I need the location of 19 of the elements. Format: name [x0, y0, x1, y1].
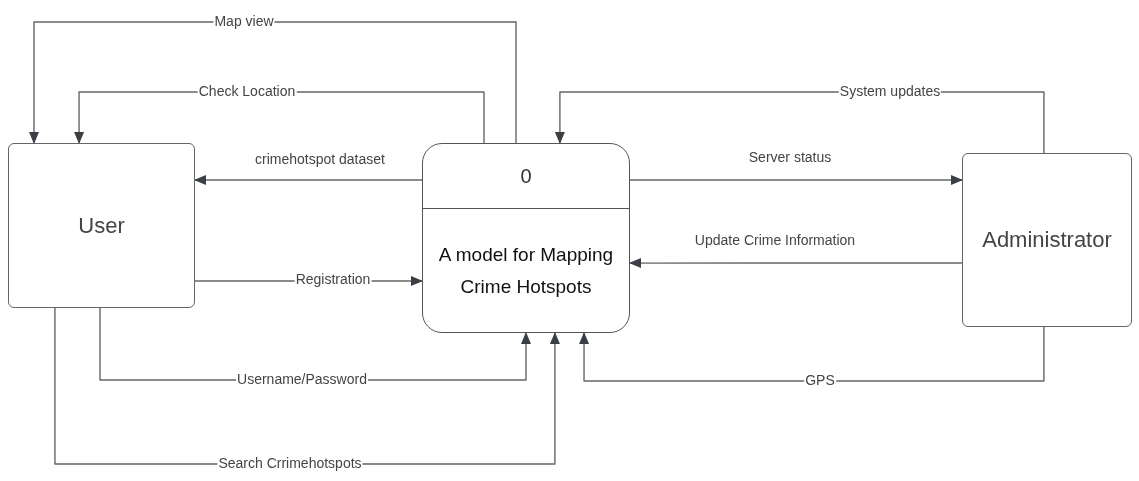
entity-box — [8, 143, 195, 308]
arrow — [194, 175, 423, 185]
edge-label: Registration — [294, 272, 372, 288]
process-name: A model for Mapping Crime Hotspots — [437, 243, 615, 299]
edge-label: Map view — [213, 14, 275, 30]
edge-label: Server status — [747, 150, 833, 166]
arrow — [629, 174, 963, 185]
process-box — [422, 143, 630, 333]
arrow — [29, 21, 517, 144]
entity-name: User — [78, 212, 125, 239]
entity-box — [962, 153, 1132, 327]
edge-label: Search Crrimehotspots — [217, 456, 363, 472]
entity-name: Administrator — [982, 227, 1112, 253]
edge-label: crimehotspot dataset — [254, 152, 386, 168]
arrow — [579, 326, 1045, 382]
process-number: 0 — [520, 164, 532, 188]
edge-label: Update Crime Information — [693, 233, 857, 249]
edge-label: System updates — [838, 84, 942, 100]
arrow — [629, 258, 963, 269]
